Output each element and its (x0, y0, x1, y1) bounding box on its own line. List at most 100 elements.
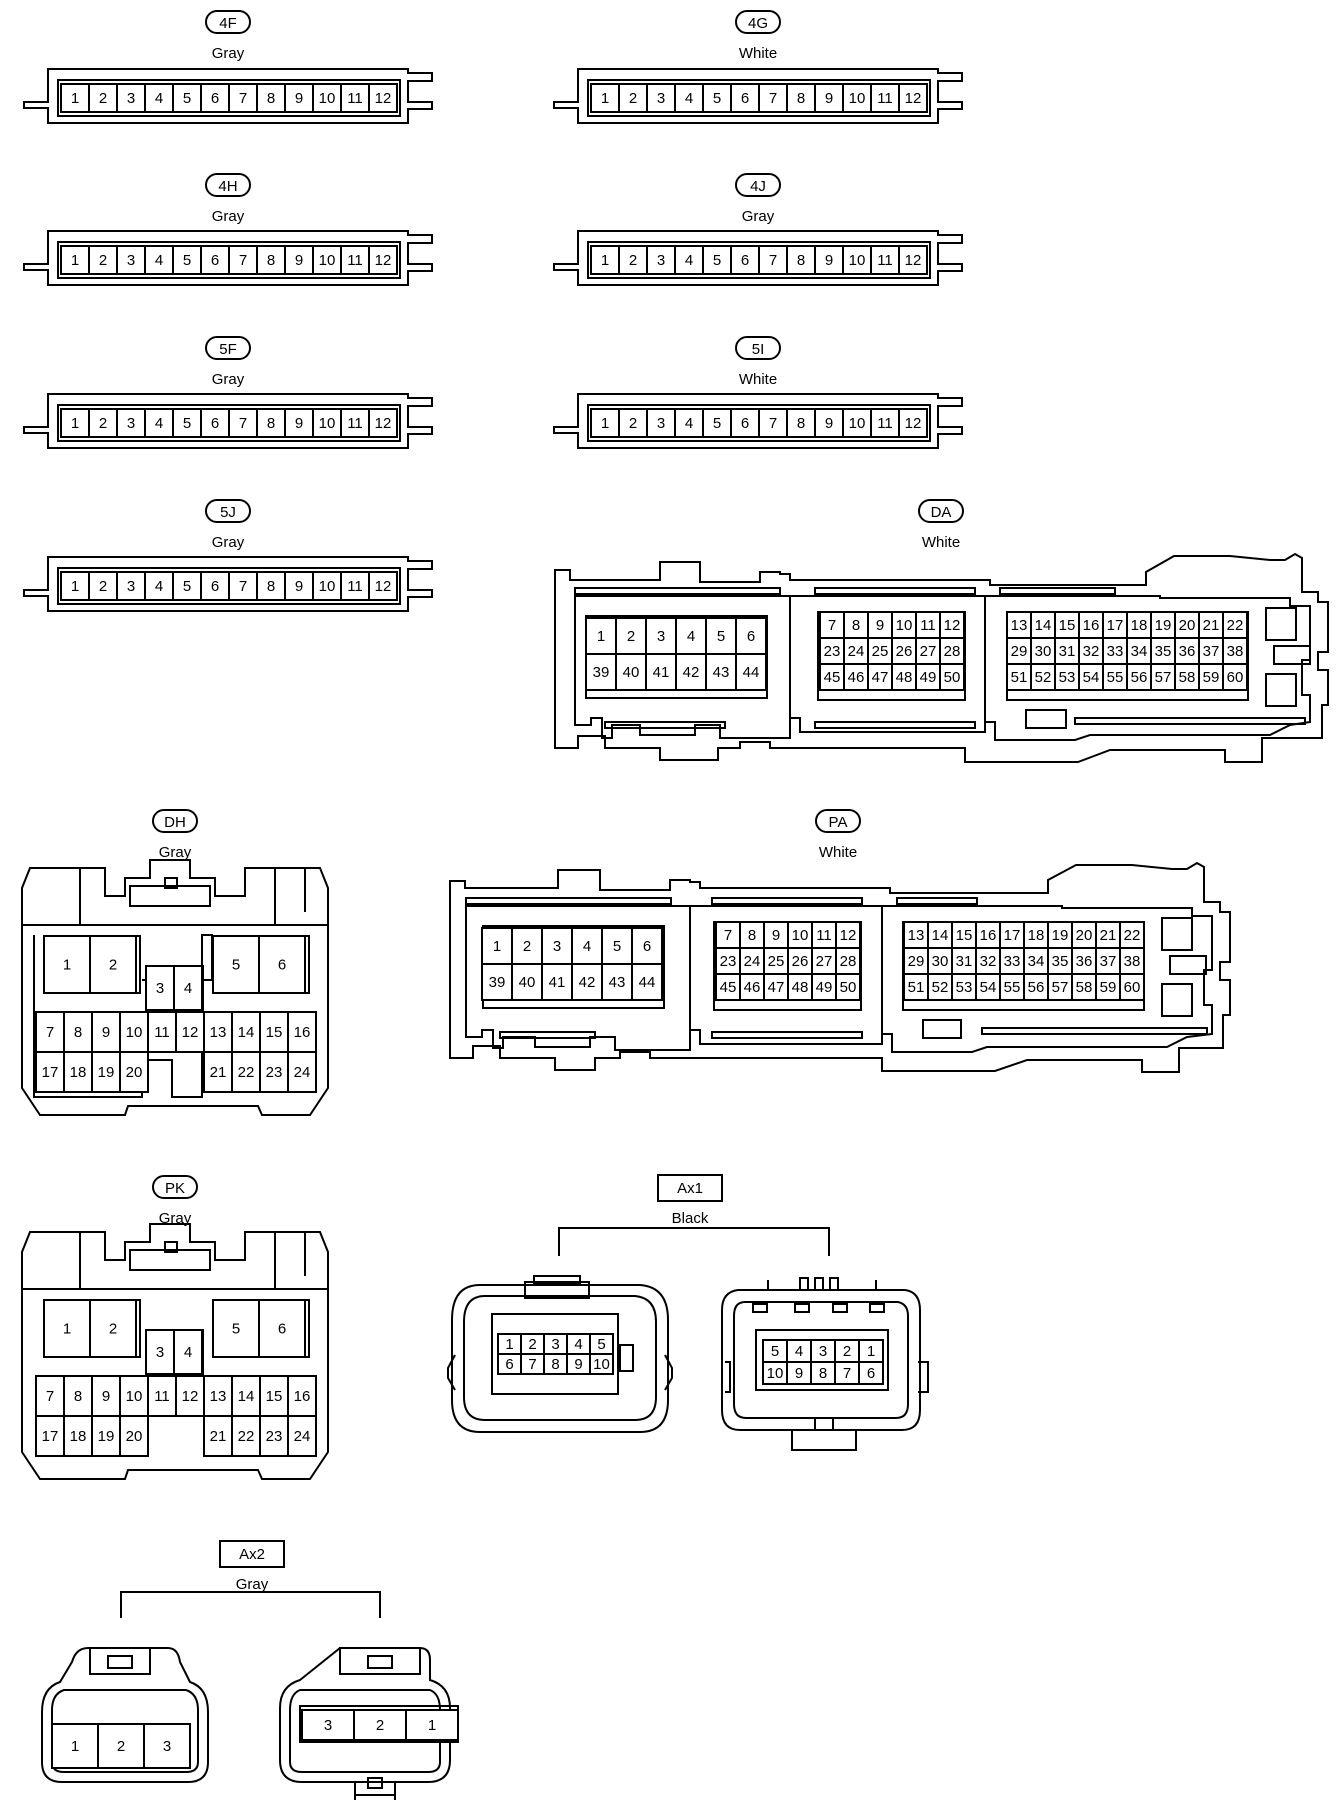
svg-text:11: 11 (877, 90, 893, 107)
svg-text:38: 38 (1124, 953, 1141, 970)
svg-text:9: 9 (825, 415, 833, 432)
da-pin-45: 45 (819, 663, 845, 691)
svg-text:60: 60 (1227, 669, 1244, 686)
svg-text:7: 7 (528, 1356, 536, 1373)
ax2-right-pin-2: 2 (353, 1709, 407, 1741)
svg-text:5: 5 (613, 938, 621, 955)
4f-pin-6: 6 (200, 83, 230, 113)
svg-text:14: 14 (238, 1024, 255, 1041)
svg-text:1: 1 (71, 252, 79, 269)
svg-text:19: 19 (98, 1428, 115, 1445)
dh-pin-20: 20 (119, 1051, 149, 1093)
da-pin-30: 30 (1030, 637, 1056, 665)
svg-text:8: 8 (267, 578, 275, 595)
dh-pin-4: 4 (173, 965, 203, 1011)
4h-pin-3: 3 (116, 245, 146, 275)
svg-text:16: 16 (294, 1024, 311, 1041)
svg-text:9: 9 (295, 252, 303, 269)
5f-pin-2: 2 (88, 408, 118, 438)
svg-text:15: 15 (956, 927, 973, 944)
da-pin-5: 5 (705, 617, 737, 655)
4g-pin-8: 8 (786, 83, 816, 113)
svg-text:12: 12 (375, 252, 392, 269)
da-pin-44: 44 (735, 653, 767, 691)
svg-text:2: 2 (376, 1717, 384, 1734)
svg-text:15: 15 (266, 1388, 283, 1405)
4f-pin-3: 3 (116, 83, 146, 113)
ax1-right-pin-10: 10 (762, 1361, 788, 1385)
svg-text:1: 1 (63, 957, 71, 974)
svg-text:29: 29 (1011, 643, 1028, 660)
da-pin-7: 7 (819, 611, 845, 639)
4f-pin-10: 10 (312, 83, 342, 113)
da-pin-10: 10 (891, 611, 917, 639)
svg-text:2: 2 (528, 1336, 536, 1353)
connector-color-label: Gray (212, 45, 245, 62)
svg-text:6: 6 (505, 1356, 513, 1373)
dh-pin-9: 9 (91, 1011, 121, 1053)
da-pin-24: 24 (843, 637, 869, 665)
svg-text:9: 9 (295, 415, 303, 432)
svg-text:1: 1 (428, 1717, 436, 1734)
da-pin-59: 59 (1198, 663, 1224, 691)
svg-text:8: 8 (267, 252, 275, 269)
svg-text:33: 33 (1107, 643, 1124, 660)
svg-text:21: 21 (210, 1428, 227, 1445)
4f-pin-5: 5 (172, 83, 202, 113)
5f-pin-9: 9 (284, 408, 314, 438)
svg-text:12: 12 (905, 90, 922, 107)
da-pin-12: 12 (939, 611, 965, 639)
svg-text:54: 54 (1083, 669, 1100, 686)
pa-pin-15: 15 (951, 921, 977, 949)
pa-pin-42: 42 (571, 963, 603, 1001)
4g-pin-6: 6 (730, 83, 760, 113)
da-pin-36: 36 (1174, 637, 1200, 665)
da-pin-21: 21 (1198, 611, 1224, 639)
svg-text:7: 7 (843, 1365, 851, 1382)
ax1-left-pin-3: 3 (543, 1333, 568, 1355)
5f-pin-5: 5 (172, 408, 202, 438)
svg-text:59: 59 (1203, 669, 1220, 686)
5i-pin-5: 5 (702, 408, 732, 438)
svg-text:23: 23 (266, 1428, 283, 1445)
da-pin-29: 29 (1006, 637, 1032, 665)
svg-text:7: 7 (46, 1024, 54, 1041)
pa-pin-32: 32 (975, 947, 1001, 975)
da-pin-8: 8 (843, 611, 869, 639)
dh-pin-2: 2 (89, 935, 137, 994)
svg-text:18: 18 (1028, 927, 1045, 944)
svg-text:24: 24 (848, 643, 865, 660)
svg-text:48: 48 (896, 669, 913, 686)
pk-pin-13: 13 (203, 1375, 233, 1417)
svg-text:20: 20 (126, 1064, 143, 1081)
da-pin-38: 38 (1222, 637, 1248, 665)
svg-text:22: 22 (238, 1428, 255, 1445)
4f-pin-8: 8 (256, 83, 286, 113)
svg-text:48: 48 (792, 979, 809, 996)
dh-pin-3: 3 (145, 965, 175, 1011)
dh-pin-22: 22 (231, 1051, 261, 1093)
svg-text:11: 11 (347, 90, 363, 107)
ax1-right-pin-2: 2 (834, 1339, 860, 1363)
connector-id-label: 4J (750, 178, 766, 195)
svg-text:7: 7 (769, 90, 777, 107)
connector-color-label: Gray (159, 844, 192, 861)
pa-pin-36: 36 (1071, 947, 1097, 975)
da-pin-40: 40 (615, 653, 647, 691)
connector-id-label: PK (165, 1180, 185, 1197)
svg-text:47: 47 (768, 979, 785, 996)
5f-pin-8: 8 (256, 408, 286, 438)
ax1-left-pin-7: 7 (520, 1353, 545, 1375)
da-pin-31: 31 (1054, 637, 1080, 665)
pk-pin-10: 10 (119, 1375, 149, 1417)
pk-pin-22: 22 (231, 1415, 261, 1457)
svg-text:9: 9 (295, 90, 303, 107)
svg-text:56: 56 (1028, 979, 1045, 996)
svg-text:6: 6 (211, 578, 219, 595)
svg-text:5: 5 (713, 90, 721, 107)
svg-text:4: 4 (685, 415, 693, 432)
svg-text:23: 23 (824, 643, 841, 660)
